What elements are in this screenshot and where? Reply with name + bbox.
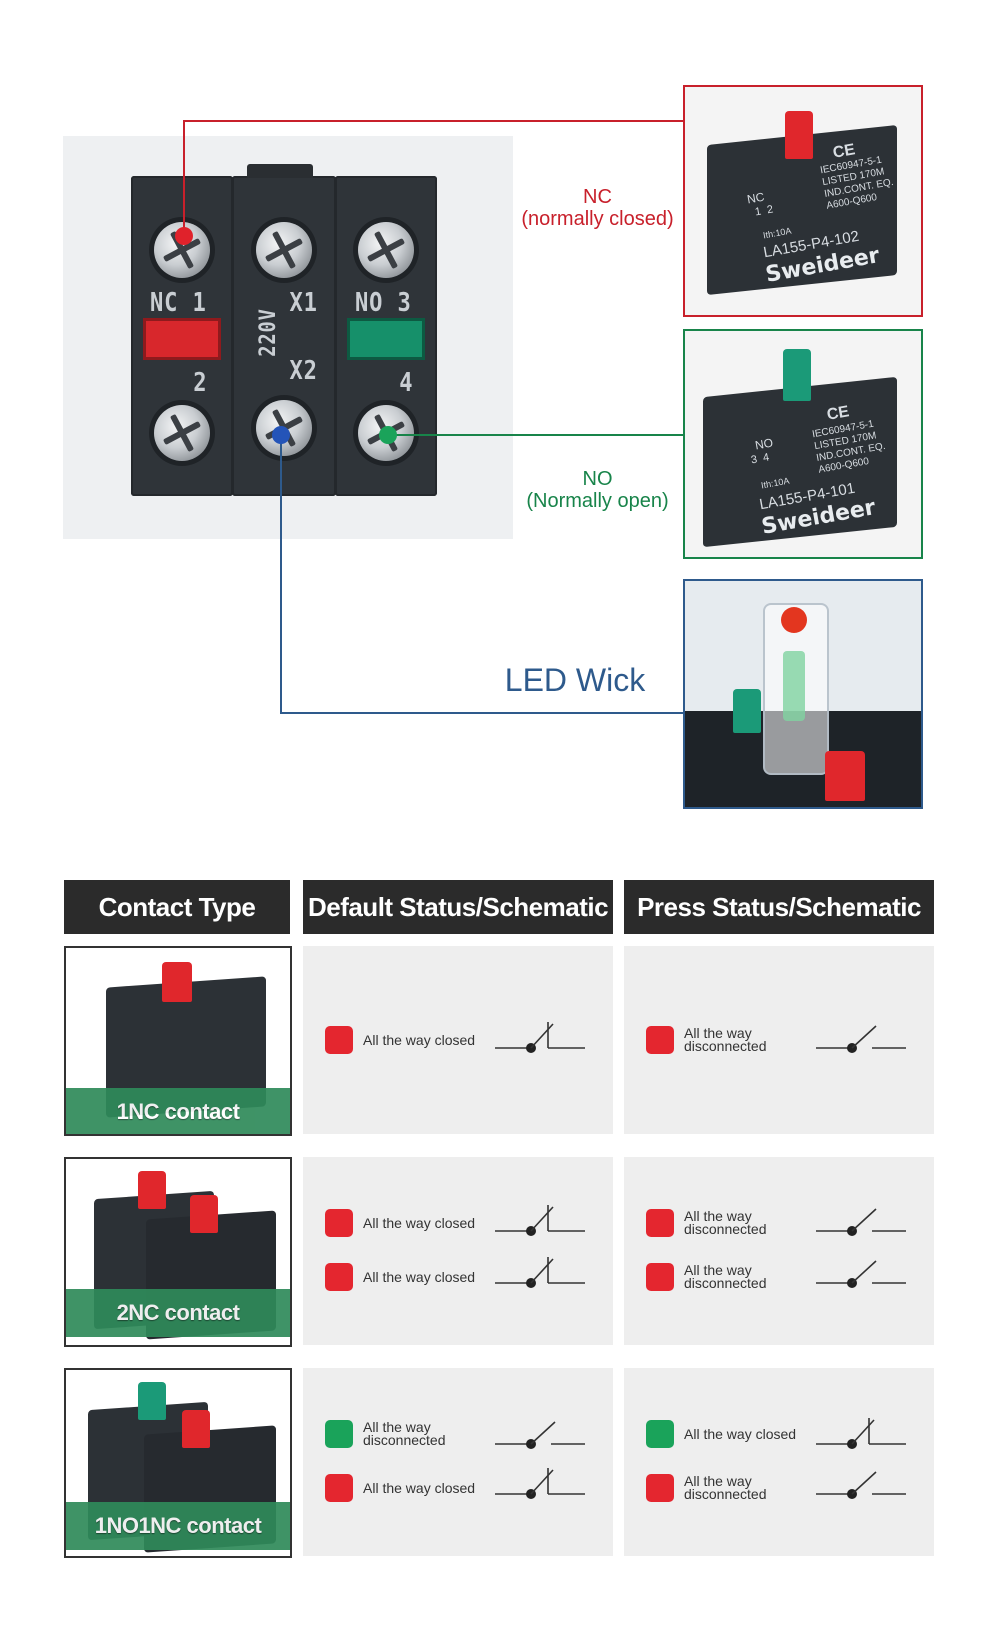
- default-status-cell: All the way closed: [303, 946, 613, 1134]
- led-connector-line: [280, 435, 683, 714]
- no-label-abbrev: NO: [582, 468, 613, 490]
- nc-indicator: [646, 1209, 674, 1237]
- contact-type-cell: 1NC contact: [64, 946, 292, 1136]
- status-item: All the way closed: [325, 1263, 483, 1291]
- default-status-cell: All the way disconnected All the way clo…: [303, 1368, 613, 1556]
- open-switch-symbol: [816, 1025, 906, 1053]
- red-actuator: [162, 962, 192, 1002]
- red-actuator: [190, 1195, 218, 1233]
- open-switch-symbol: [816, 1471, 906, 1499]
- contact-type-cell: 2NC contact: [64, 1157, 292, 1347]
- row-label: 2NC contact: [66, 1289, 290, 1337]
- status-text: All the way disconnected: [684, 1025, 767, 1054]
- nc-product-image: NC 1 2 IEC60947-5-1 LISTED 170M IND.CONT…: [683, 85, 923, 317]
- status-text: All the way disconnected: [363, 1419, 446, 1448]
- status-text: All the way closed: [363, 1214, 476, 1231]
- led-green-actuator: [733, 689, 761, 733]
- status-text: All the way disconnected: [684, 1208, 767, 1237]
- default-status-cell: All the way closed All the way closed: [303, 1157, 613, 1345]
- led-wick-image: [683, 579, 923, 809]
- open-switch-symbol: [816, 1208, 906, 1236]
- header-contact-type: Contact Type: [64, 880, 290, 934]
- status-text: All the way closed: [363, 1031, 476, 1048]
- status-item: All the way disconnected: [325, 1420, 483, 1448]
- status-item: All the way disconnected: [646, 1474, 804, 1502]
- nc-ce-mark: CE: [831, 141, 857, 162]
- status-text: All the way disconnected: [684, 1473, 767, 1502]
- no-green-window: [347, 318, 425, 360]
- status-item: All the way disconnected: [646, 1209, 804, 1237]
- status-text: All the way disconnected: [684, 1262, 767, 1291]
- connector-lines: [183, 120, 683, 714]
- no-green-actuator: [783, 349, 811, 401]
- green-actuator: [138, 1382, 166, 1420]
- screw-3: [358, 222, 414, 278]
- led-red-lens: [781, 607, 807, 633]
- nc-indicator: [325, 1263, 353, 1291]
- no-product-image: NO 3 4 IEC60947-5-1 LISTED 170M IND.CONT…: [683, 329, 923, 559]
- status-item: All the way closed: [646, 1420, 804, 1448]
- marking-x1: X1: [289, 288, 318, 318]
- led-wick-label: LED Wick: [504, 662, 646, 698]
- row-label: 1NC contact: [66, 1088, 290, 1134]
- status-item: All the way closed: [325, 1026, 483, 1054]
- status-item: All the way closed: [325, 1474, 483, 1502]
- header-press-status: Press Status/Schematic: [624, 880, 934, 934]
- nc-red-window: [143, 318, 221, 360]
- press-status-cell: All the way disconnected: [624, 946, 934, 1134]
- status-item: All the way disconnected: [646, 1026, 804, 1054]
- no-indicator: [646, 1420, 674, 1448]
- marking-2: 2: [193, 368, 208, 398]
- press-status-cell: All the way disconnected All the way dis…: [624, 1157, 934, 1345]
- header-default-status: Default Status/Schematic: [303, 880, 613, 934]
- nc-label-abbrev: NC: [583, 186, 612, 208]
- closed-switch-symbol: [495, 1022, 585, 1053]
- nc-indicator: [646, 1474, 674, 1502]
- open-switch-symbol: [816, 1260, 906, 1288]
- screw-x1: [256, 222, 312, 278]
- red-actuator: [182, 1410, 210, 1448]
- led-terminal-dot: [272, 426, 290, 444]
- no-ce-mark: CE: [825, 403, 851, 424]
- no-terminal-dot: [379, 426, 397, 444]
- closed-switch-symbol: [495, 1257, 585, 1288]
- screw-2: [154, 405, 210, 461]
- press-status-cell: All the way closed All the way disconnec…: [624, 1368, 934, 1556]
- led-red-actuator: [825, 751, 865, 801]
- nc-indicator: [646, 1263, 674, 1291]
- nc-indicator: [325, 1026, 353, 1054]
- nc-connector-line: [183, 120, 683, 236]
- marking-4: 4: [399, 368, 414, 398]
- marking-nc-1: NC 1: [149, 288, 207, 318]
- top-ridge: [247, 164, 313, 178]
- no-indicator: [325, 1420, 353, 1448]
- nc-red-actuator: [785, 111, 813, 159]
- contact-type-cell: 1NO1NC contact: [64, 1368, 292, 1558]
- red-actuator: [138, 1171, 166, 1209]
- nc-indicator: [325, 1209, 353, 1237]
- nc-label: NC (normally closed): [510, 186, 685, 230]
- nc-indicator: [325, 1474, 353, 1502]
- status-item: All the way closed: [325, 1209, 483, 1237]
- nc-label-full: (normally closed): [521, 208, 674, 230]
- row-label: 1NO1NC contact: [66, 1502, 290, 1550]
- closed-switch-symbol: [495, 1205, 585, 1236]
- status-item: All the way disconnected: [646, 1263, 804, 1291]
- closed-switch-symbol: [495, 1468, 585, 1499]
- status-text: All the way closed: [684, 1425, 797, 1442]
- status-text: All the way closed: [363, 1479, 476, 1496]
- open-switch-symbol: [495, 1421, 585, 1449]
- led-green-core: [783, 651, 805, 721]
- no-label-full: (Normally open): [526, 490, 669, 512]
- marking-no-3: NO 3: [354, 288, 412, 318]
- closed-switch-symbol: [816, 1418, 906, 1449]
- status-text: All the way closed: [363, 1268, 476, 1285]
- no-label: NO (Normally open): [510, 468, 685, 512]
- nc-type-mark: NC: [745, 189, 766, 207]
- nc-indicator: [646, 1026, 674, 1054]
- marking-x2: X2: [289, 356, 318, 386]
- nc-terminal-dot: [175, 227, 193, 245]
